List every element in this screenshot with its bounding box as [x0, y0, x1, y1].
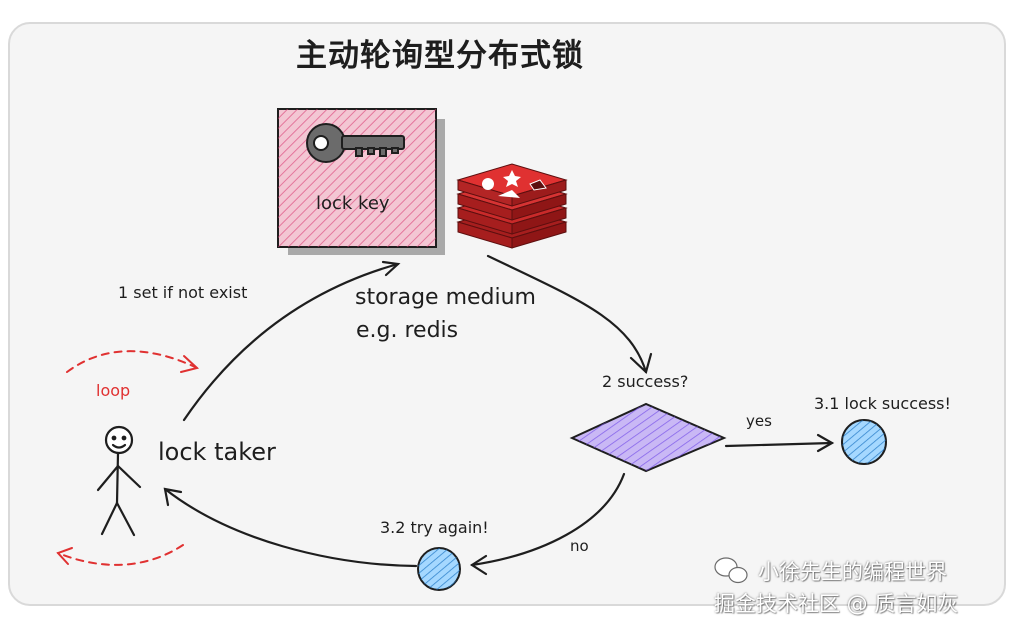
step32-label: 3.2 try again! — [380, 518, 489, 537]
loop-label: loop — [96, 381, 131, 400]
stick-figure-icon — [96, 425, 142, 537]
storage-label: storage medium — [355, 285, 536, 310]
watermark-line2: 掘金技术社区 @ 质言如灰 — [714, 592, 959, 616]
success-circle — [841, 419, 887, 465]
loop-arrow-top-head — [180, 355, 200, 373]
key-hole — [313, 135, 329, 151]
actor-label: lock taker — [158, 438, 276, 466]
yes-label: yes — [746, 412, 772, 430]
loop-arrow-bottom — [57, 544, 184, 566]
retry-circle — [417, 547, 461, 591]
watermark-line1: 小徐先生的编程世界 — [758, 560, 947, 584]
decision-diamond — [569, 402, 727, 473]
arrow-no — [469, 472, 626, 576]
storage-example-label: e.g. redis — [356, 318, 459, 343]
canvas-frame — [8, 22, 1006, 606]
arrow-to-decision — [486, 254, 653, 375]
loop-arrow-bottom-head — [56, 547, 73, 565]
step31-label: 3.1 lock success! — [814, 394, 951, 413]
arrow-retry-to-taker — [163, 487, 418, 568]
wechat-icon — [714, 557, 748, 584]
lock-key-label: lock key — [316, 193, 390, 214]
diagram-title: 主动轮询型分布式锁 — [296, 38, 584, 74]
arrow-set-if-not-exist — [182, 260, 401, 422]
arrow-yes — [724, 433, 835, 453]
step2-label: 2 success? — [602, 372, 689, 391]
no-label: no — [570, 537, 589, 555]
lock-key-box — [277, 108, 445, 255]
redis-icon — [456, 163, 568, 249]
loop-arrow-top — [66, 350, 198, 373]
step1-label: 1 set if not exist — [118, 283, 248, 302]
